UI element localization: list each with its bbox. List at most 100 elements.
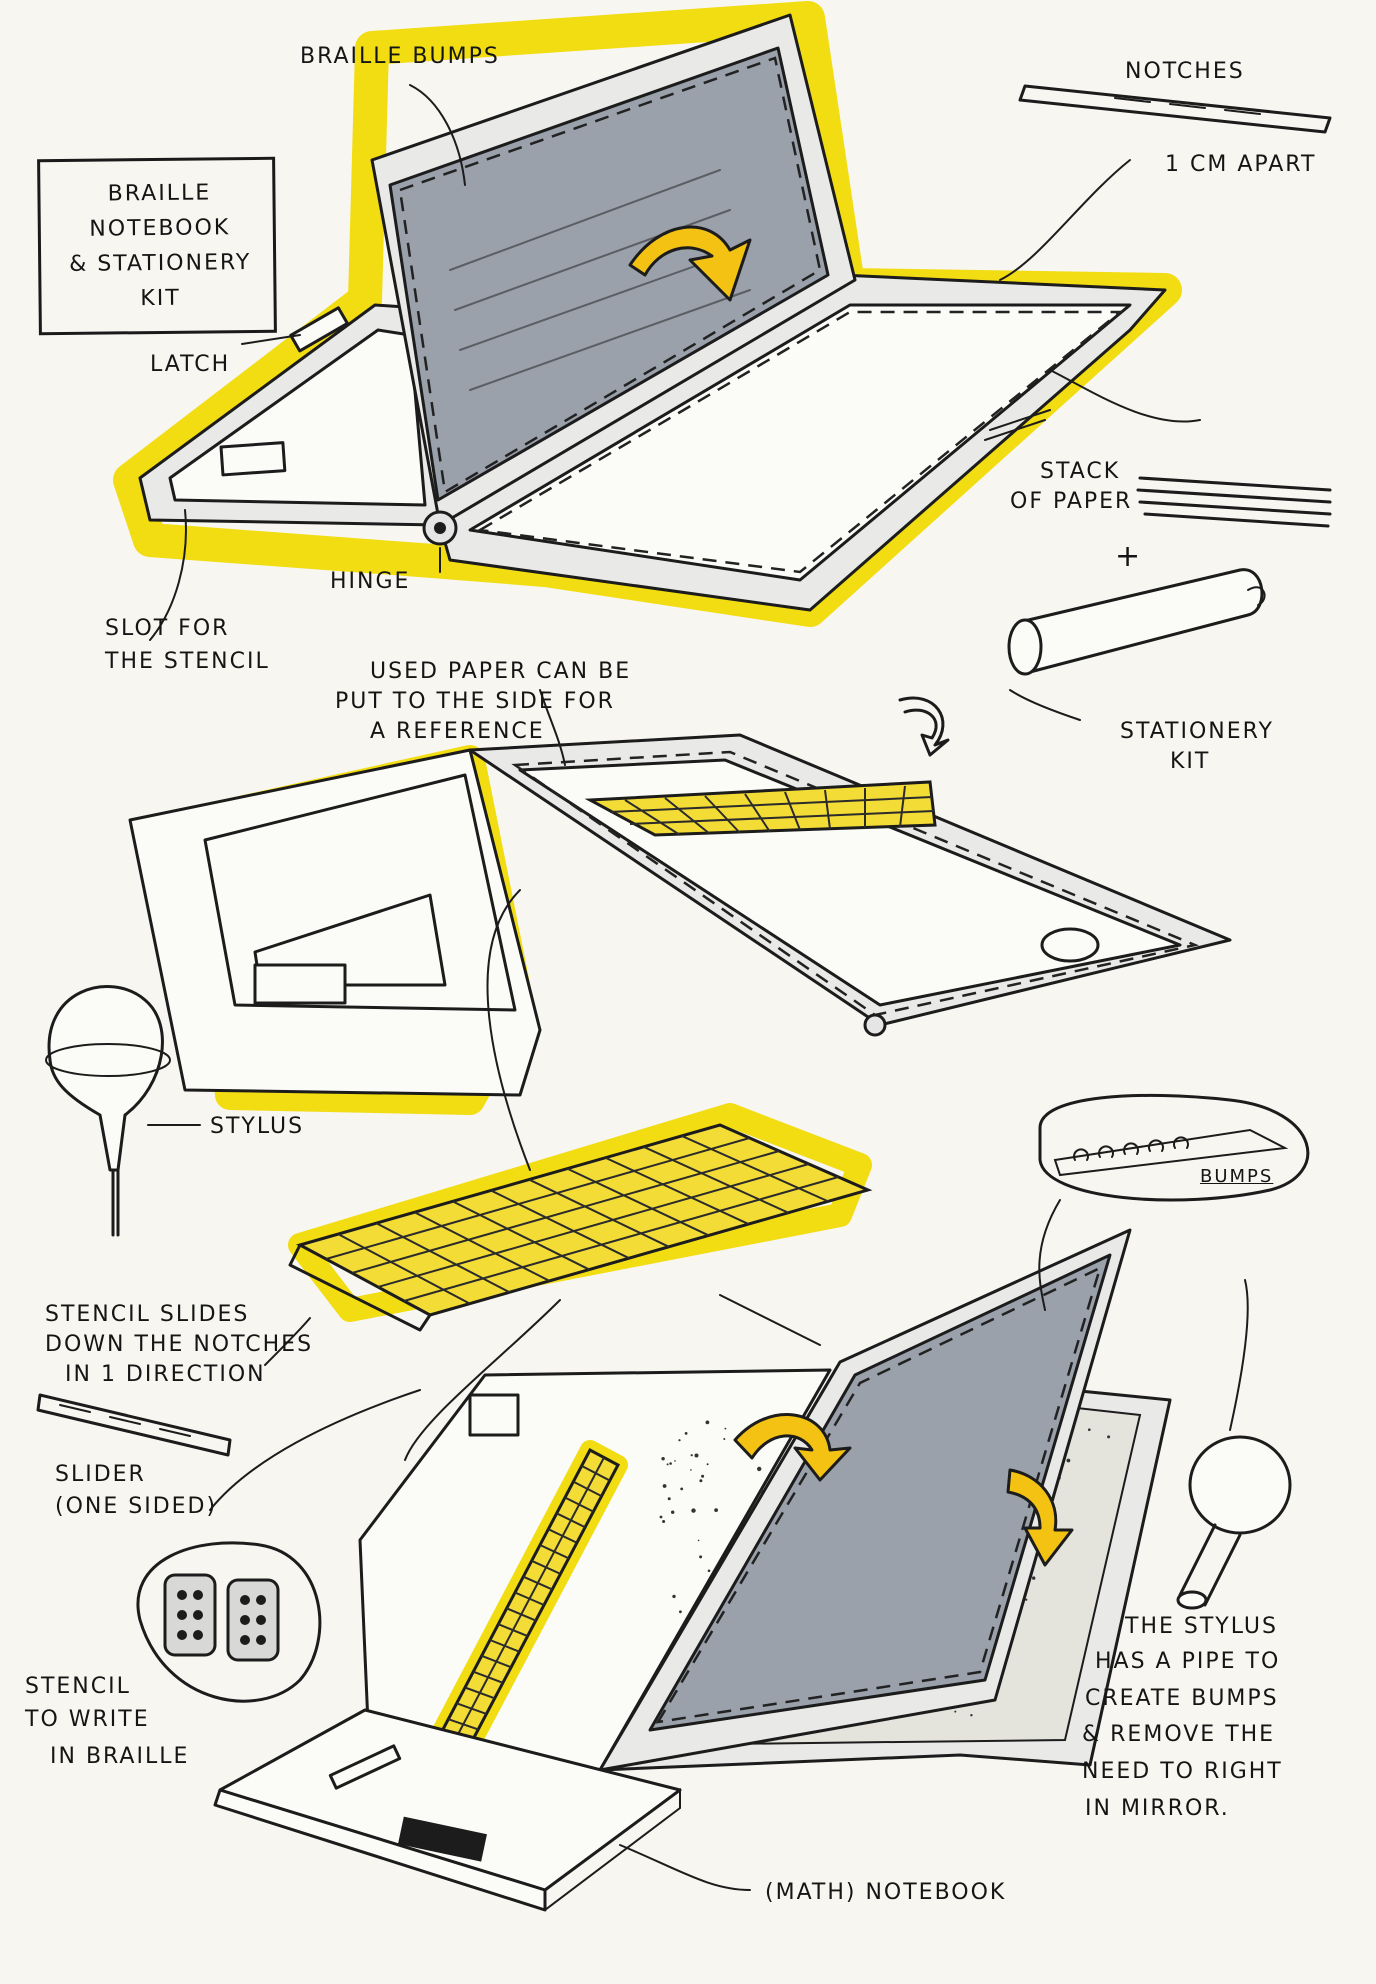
paper-speckle — [970, 1714, 973, 1717]
paper-speckle — [705, 1420, 710, 1425]
paper-speckle — [697, 1539, 700, 1542]
label-notches: NOTCHES — [1125, 59, 1245, 84]
label-slider-2: (ONE SIDED) — [55, 1494, 218, 1519]
notches-illustration — [1018, 84, 1332, 134]
bumps-callout — [1038, 1093, 1310, 1202]
grid-line — [528, 1178, 670, 1248]
grid-line — [351, 1150, 780, 1274]
paper-stack-illustration — [1136, 476, 1332, 528]
stylus-pipe-illustration — [1176, 1435, 1292, 1610]
paper-speckle — [723, 1438, 726, 1440]
paper-speckle — [666, 1463, 669, 1466]
stencil-detail-callout — [136, 1541, 322, 1703]
label-stack-of-paper-1: STACK — [1040, 459, 1121, 484]
grid-line — [454, 1457, 605, 1741]
paper-speckle — [757, 1466, 762, 1472]
label-braille-bumps: BRAILLE BUMPS — [300, 44, 500, 69]
paper-speckle — [1066, 1458, 1071, 1463]
title-line-1: BRAILLE — [107, 180, 212, 207]
label-stencil-slides-2: DOWN THE NOTCHES — [45, 1332, 314, 1357]
paper-speckle — [706, 1463, 709, 1466]
paper-speckle — [690, 1469, 692, 1471]
paper-speckle — [672, 1594, 676, 1599]
paper-speckle — [694, 1453, 699, 1458]
paper-speckle — [1025, 1598, 1028, 1601]
paper-speckle — [691, 1508, 696, 1513]
label-slider-1: SLIDER — [55, 1462, 146, 1487]
stencil-panel-illustration — [288, 1103, 873, 1332]
notebook-open-illustration — [113, 1, 1182, 627]
paper-speckle — [669, 1462, 672, 1465]
label-stencil-slides-3: IN 1 DIRECTION — [65, 1362, 266, 1387]
notebook-pages-illustration — [358, 1228, 1172, 1772]
label-stencil-write-3: IN BRAILLE — [50, 1744, 190, 1769]
paper-speckle — [699, 1479, 703, 1483]
grid-line — [681, 1134, 829, 1203]
label-bumps: BUMPS — [1200, 1166, 1274, 1187]
label-used-paper-1: USED PAPER CAN BE — [370, 659, 632, 684]
grid-line — [452, 1200, 590, 1271]
label-one-cm-apart: 1 CM APART — [1165, 152, 1317, 177]
label-stylus-pipe-6: IN MIRROR. — [1085, 1796, 1230, 1821]
label-plus: + — [1115, 539, 1143, 574]
paper-speckle — [714, 1508, 718, 1512]
grid-line — [403, 1176, 839, 1302]
paper-speckle — [954, 1710, 957, 1713]
label-used-paper-2: PUT TO THE SIDE FOR — [335, 689, 615, 714]
label-stencil-slides-1: STENCIL SLIDES — [45, 1302, 250, 1327]
title-box: BRAILLE NOTEBOOK & STATIONERY KIT — [37, 156, 277, 336]
label-stylus-pipe-1: THE STYLUS — [1125, 1614, 1278, 1639]
label-stylus-pipe-4: & REMOVE THE — [1082, 1722, 1276, 1747]
label-stationery-kit-1: STATIONERY — [1120, 719, 1274, 744]
grid-line — [414, 1211, 550, 1282]
grid-line — [605, 1156, 749, 1225]
paper-speckle — [662, 1484, 667, 1488]
grid-line — [337, 1233, 471, 1305]
paper-speckle — [674, 1460, 676, 1462]
paper-speckle — [684, 1432, 688, 1435]
paper-speckle — [690, 1454, 693, 1457]
grid-line — [325, 1137, 750, 1260]
paper-speckle — [699, 1555, 703, 1559]
grid-line — [490, 1189, 630, 1260]
leader-lines — [147, 84, 1249, 1891]
paper-speckle — [724, 1427, 727, 1430]
grid-line — [375, 1222, 511, 1294]
label-stack-of-paper-2: OF PAPER — [1010, 489, 1133, 514]
slider-illustration — [36, 1393, 232, 1457]
label-math-notebook: (MATH) NOTEBOOK — [765, 1880, 1007, 1905]
label-hinge: HINGE — [330, 569, 411, 594]
label-latch: LATCH — [150, 352, 231, 377]
label-stylus-pipe-5: NEED TO RIGHT — [1082, 1759, 1283, 1784]
paper-speckle — [671, 1510, 675, 1514]
notebook-stencil-illustration — [128, 696, 1232, 1115]
paper-speckle — [667, 1497, 671, 1501]
paper-speckle — [661, 1457, 665, 1461]
paper-speckle — [662, 1520, 666, 1523]
stationery-kit-illustration — [1007, 568, 1266, 676]
paper-speckle — [701, 1474, 705, 1478]
grid-line — [377, 1163, 810, 1288]
paper-speckle — [678, 1439, 681, 1442]
stylus-illustration — [45, 985, 171, 1237]
label-slot-stencil-2: THE STENCIL — [105, 649, 270, 674]
paper-speckle — [1032, 1576, 1036, 1580]
grid-line — [643, 1145, 789, 1214]
math-notebook-illustration — [213, 1708, 682, 1912]
title-line-3: & STATIONERY — [68, 250, 252, 277]
title-line-4: KIT — [140, 285, 181, 312]
label-stencil-write-1: STENCIL — [25, 1674, 131, 1699]
paper-speckle — [659, 1515, 663, 1519]
paper-speckle — [1088, 1428, 1091, 1431]
title-line-2: NOTEBOOK — [89, 215, 231, 242]
paper-speckle — [679, 1610, 682, 1614]
label-stylus-pipe-2: HAS A PIPE TO — [1095, 1649, 1281, 1674]
label-used-paper-3: A REFERENCE — [370, 719, 545, 744]
label-stencil-write-2: TO WRITE — [25, 1707, 150, 1732]
paper-speckle — [680, 1487, 684, 1491]
paper-speckle — [707, 1569, 711, 1573]
grid-line — [566, 1167, 710, 1237]
label-slot-stencil-1: SLOT FOR — [105, 616, 230, 641]
